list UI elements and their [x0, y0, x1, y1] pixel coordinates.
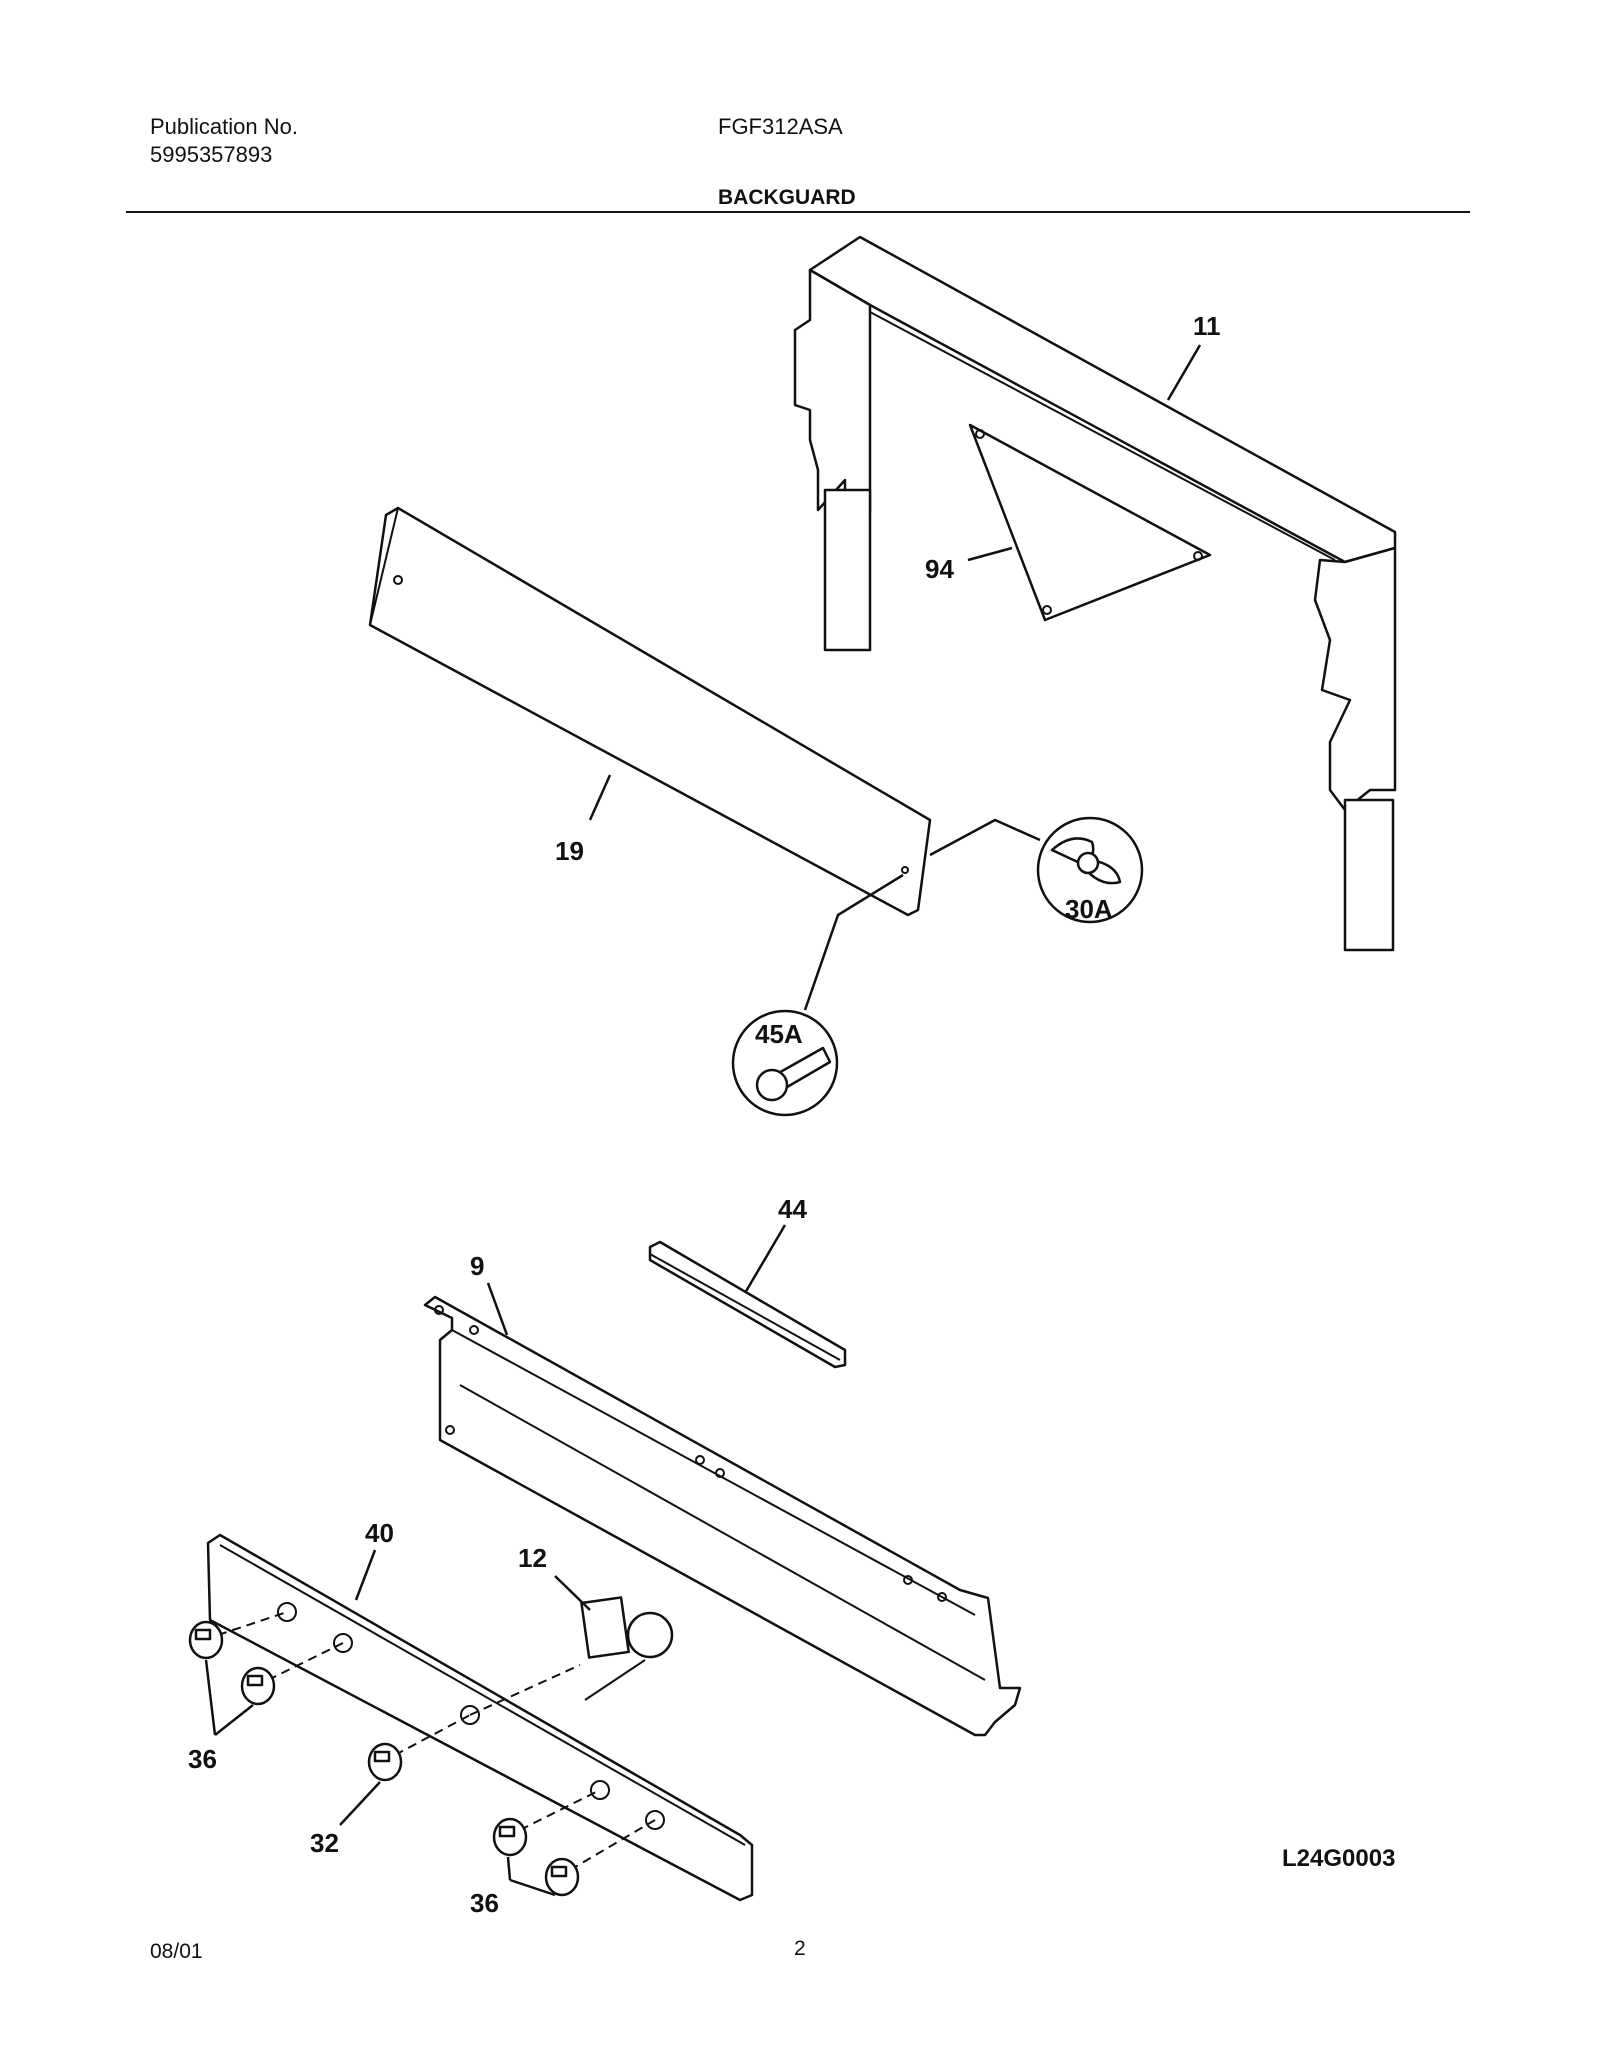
knob-icon: [544, 1857, 580, 1897]
leader-36-upper: [204, 1659, 217, 1736]
callout-45a: 45A: [755, 1019, 803, 1049]
callout-11: 11: [1193, 311, 1221, 341]
plate-hole: [1193, 551, 1203, 561]
leader-40: [354, 1549, 377, 1601]
leader-19: [588, 774, 612, 821]
leader-36-lower: [506, 1856, 512, 1881]
callout-12: 12: [518, 1543, 547, 1573]
callout-94: 94: [925, 554, 954, 584]
knob-icon: [492, 1817, 528, 1857]
carriage-bolt-icon: [755, 1046, 832, 1102]
publication-number: 5995357893: [150, 142, 273, 167]
leader-30a: [929, 818, 1041, 857]
leader-45a: [803, 873, 904, 1011]
knob-axis: [469, 1664, 581, 1716]
leader-36-lower: [509, 1878, 556, 1897]
callout-44: 44: [778, 1194, 807, 1224]
callout-30a: 30A: [1065, 894, 1113, 924]
leader-44: [743, 1224, 787, 1294]
drawing-code: L24G0003: [1282, 1845, 1396, 1872]
knob-icon: [188, 1620, 224, 1660]
plate-hole: [975, 429, 985, 439]
callout-19: 19: [555, 836, 584, 866]
plate-hole: [1042, 605, 1052, 615]
part-44-trim-strip: [648, 1240, 847, 1369]
model-number: FGF312ASA: [718, 114, 843, 139]
section-title: BACKGUARD: [718, 186, 856, 209]
callout-32: 32: [310, 1828, 339, 1858]
part-9-manifold-panel: [423, 1295, 1022, 1737]
callout-36-upper: 36: [188, 1744, 217, 1774]
knob-icon: [240, 1666, 276, 1706]
wing-nut-icon: [1050, 837, 1122, 885]
knob-axis: [217, 1611, 288, 1636]
footer-date: 08/01: [150, 1940, 203, 1963]
part-94-triangle-plate: [968, 423, 1212, 622]
page-number: 2: [794, 1937, 806, 1960]
leader-36-upper: [214, 1704, 254, 1736]
callout-9: 9: [470, 1251, 484, 1281]
leader-94: [967, 546, 1013, 562]
leader-32: [339, 1781, 381, 1826]
leader-12: [554, 1575, 591, 1611]
callout-40: 40: [365, 1518, 394, 1548]
knob-icon: [367, 1742, 403, 1782]
part-12-thermostat: [580, 1596, 674, 1701]
header-rule: [126, 211, 1470, 213]
knob-axis: [569, 1819, 656, 1871]
part-11-backguard-shell: [793, 235, 1397, 952]
leader-9: [486, 1282, 509, 1336]
leader-11: [1166, 344, 1202, 401]
part-19-panel: [368, 506, 932, 917]
callout-36-lower: 36: [470, 1888, 499, 1918]
part-40-control-panel: [206, 1533, 754, 1902]
publication-label: Publication No.: [150, 114, 298, 139]
